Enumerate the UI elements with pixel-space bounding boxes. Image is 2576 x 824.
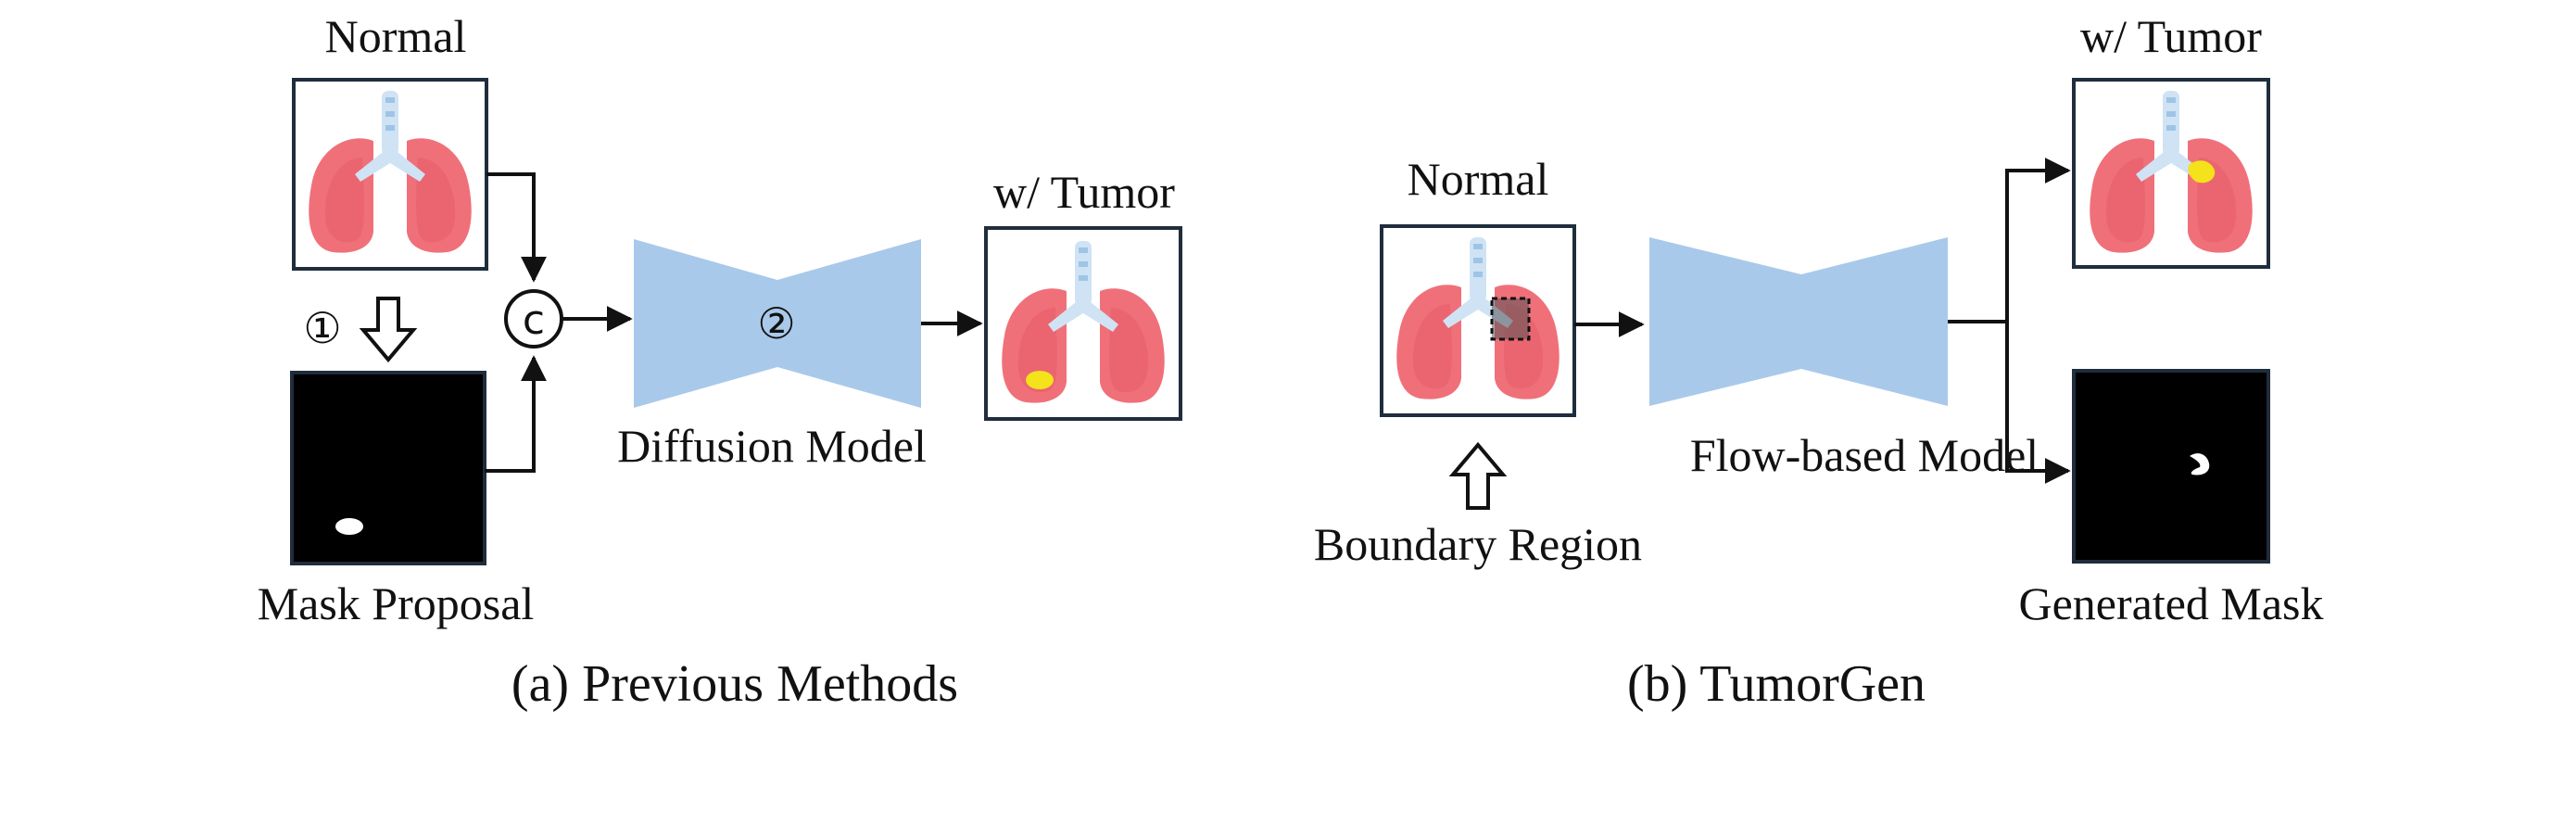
mask-proposal-box <box>290 371 486 565</box>
mask-blob <box>335 518 363 535</box>
normal-label-b: Normal <box>1408 153 1549 205</box>
panel-b: Normal Boundary Region Flow-based Model … <box>1314 10 2324 713</box>
panel-a: Normal ① Mask Proposal c ② Diffusion Mod… <box>258 10 1182 713</box>
mask-blob <box>2190 453 2210 475</box>
flow-model-shape <box>1649 237 1948 406</box>
flow-model-label: Flow-based Model <box>1690 429 2039 481</box>
normal-input-box-b <box>1380 224 1576 417</box>
connector-mask-to-concat <box>485 355 547 473</box>
w-tumor-label-b: w/ Tumor <box>2080 10 2262 62</box>
generated-mask-box <box>2072 369 2270 564</box>
step-2-marker: ② <box>757 298 795 349</box>
tumor-output-box-b <box>2072 78 2270 269</box>
step-1-marker: ① <box>303 303 341 353</box>
diffusion-model-label: Diffusion Model <box>617 420 927 472</box>
hollow-down-arrow-icon <box>359 297 418 363</box>
caption-previous-methods: (a) Previous Methods <box>511 655 958 713</box>
w-tumor-label-a: w/ Tumor <box>993 166 1175 218</box>
diffusion-model-shape <box>634 239 921 408</box>
boundary-region-box <box>1490 297 1531 341</box>
hollow-up-arrow-icon <box>1448 441 1508 510</box>
tumor-marker <box>1026 371 1054 389</box>
circled-c-icon: c <box>504 289 563 349</box>
connector-normal-to-concat <box>486 172 547 283</box>
tumor-marker <box>2188 160 2216 184</box>
mask-proposal-label: Mask Proposal <box>258 577 535 629</box>
svg-text:c: c <box>523 297 545 344</box>
tumor-output-box-a <box>984 226 1182 421</box>
generated-mask-label: Generated Mask <box>2018 577 2323 629</box>
normal-input-box-a <box>292 78 488 271</box>
boundary-region-label: Boundary Region <box>1314 518 1642 570</box>
normal-label-a: Normal <box>325 10 467 62</box>
caption-tumorgen: (b) TumorGen <box>1627 655 1926 713</box>
